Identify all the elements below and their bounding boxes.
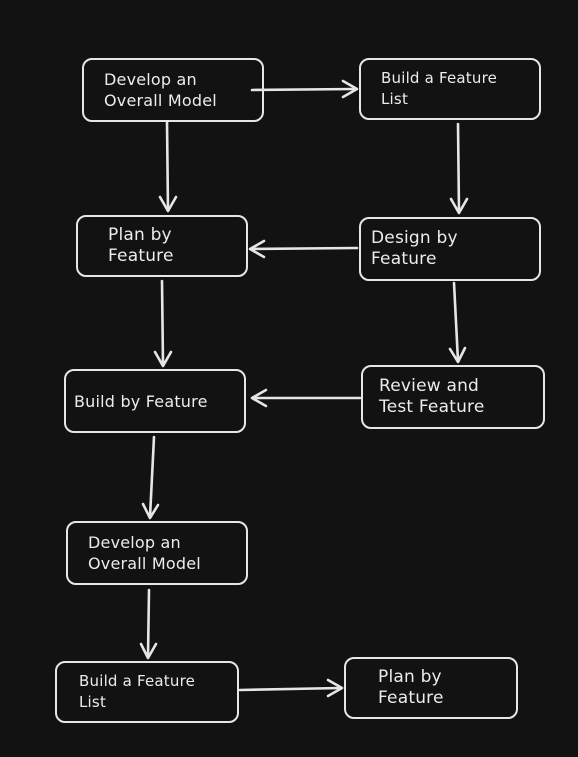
node-design-by-feature: Design by Feature	[359, 217, 541, 281]
node-label-line: Feature	[371, 249, 437, 269]
edge-plan-by-feature-to-build-by-feature	[153, 279, 173, 368]
node-develop-overall-model-2: Develop an Overall Model	[66, 521, 248, 585]
edge-design-by-feature-to-review-test	[448, 281, 467, 364]
node-build-by-feature: Build by Feature	[64, 369, 246, 433]
node-label-line: Design by	[371, 228, 458, 248]
node-label-line: Develop an	[88, 533, 181, 552]
edge-build-by-feature-to-develop-model	[141, 435, 160, 520]
node-label-line: List	[79, 693, 107, 711]
node-build-feature-list-2: Build a Feature List	[55, 661, 239, 723]
node-develop-overall-model: Develop an Overall Model	[82, 58, 264, 122]
node-label-line: List	[381, 90, 409, 108]
node-build-feature-list: Build a Feature List	[359, 58, 541, 120]
node-label-line: Build by Feature	[74, 391, 208, 411]
edge-develop-model-to-build-feature-list-2	[139, 588, 158, 660]
node-label-line: Build a Feature	[381, 69, 498, 87]
edge-design-by-feature-to-plan-by-feature	[248, 239, 359, 259]
node-label-line: Develop an	[104, 70, 197, 89]
node-label-line: Feature	[378, 688, 444, 708]
node-plan-by-feature: Plan by Feature	[76, 215, 248, 277]
edge-develop-model-to-plan-by-feature	[158, 120, 178, 213]
edge-develop-model-to-build-feature-list	[250, 79, 359, 99]
edge-review-test-to-build-by-feature	[250, 388, 362, 408]
node-label-line: Feature	[108, 246, 174, 266]
node-label-line: Overall Model	[104, 91, 217, 110]
edge-build-feature-list-to-design-by-feature	[449, 122, 469, 215]
node-plan-by-feature-2: Plan by Feature	[344, 657, 518, 719]
edge-build-feature-list-to-plan-by-feature-2	[238, 678, 344, 698]
node-label-line: Plan by	[378, 667, 442, 687]
node-label-line: Plan by	[108, 225, 172, 245]
node-review-and-test-feature: Review and Test Feature	[361, 365, 545, 429]
node-label-line: Build a Feature	[79, 672, 196, 690]
node-label-line: Test Feature	[379, 397, 485, 417]
node-label-line: Overall Model	[88, 554, 201, 573]
node-label-line: Review and	[379, 376, 480, 396]
